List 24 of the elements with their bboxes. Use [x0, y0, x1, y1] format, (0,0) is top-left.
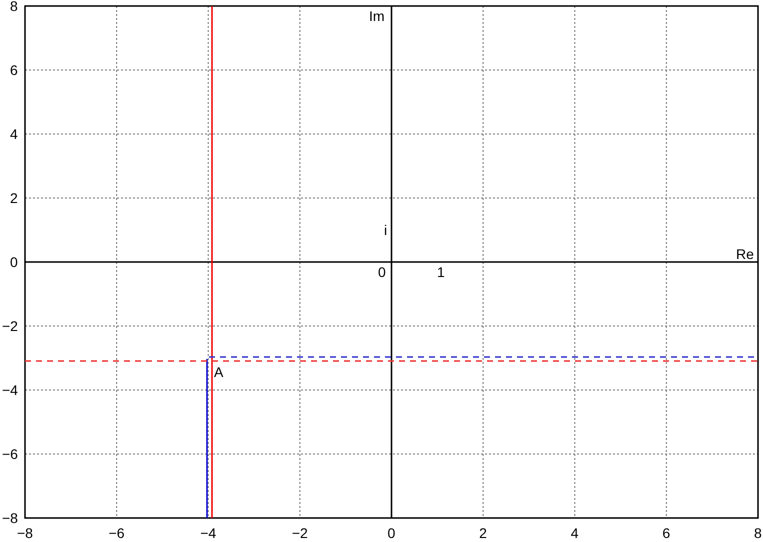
- tick-label: −8: [2, 510, 18, 526]
- tick-label: 1: [437, 264, 445, 280]
- tick-label: −4: [200, 525, 216, 541]
- tick-label: 8: [754, 525, 762, 541]
- origin-label: 0: [378, 264, 386, 280]
- tick-label: 2: [479, 525, 487, 541]
- tick-label: −6: [2, 446, 18, 462]
- point-label: A: [214, 364, 224, 380]
- tick-label: 6: [662, 525, 670, 541]
- tick-label: −6: [108, 525, 125, 541]
- tick-label: 6: [10, 62, 18, 78]
- tick-label: 2: [10, 190, 18, 206]
- tick-label: 4: [10, 126, 18, 142]
- tick-label: 0: [10, 254, 18, 270]
- tick-label: 8: [10, 0, 18, 14]
- tick-label: −4: [2, 382, 18, 398]
- tick-label: 4: [570, 525, 579, 541]
- tick-label: −2: [2, 318, 18, 334]
- tick-label: −2: [292, 525, 308, 541]
- axis-label: Im: [369, 8, 385, 24]
- tick-label: −8: [17, 525, 33, 541]
- tick-label: 0: [388, 525, 396, 541]
- axis-label: Re: [736, 246, 754, 262]
- unit-label: i: [384, 222, 388, 238]
